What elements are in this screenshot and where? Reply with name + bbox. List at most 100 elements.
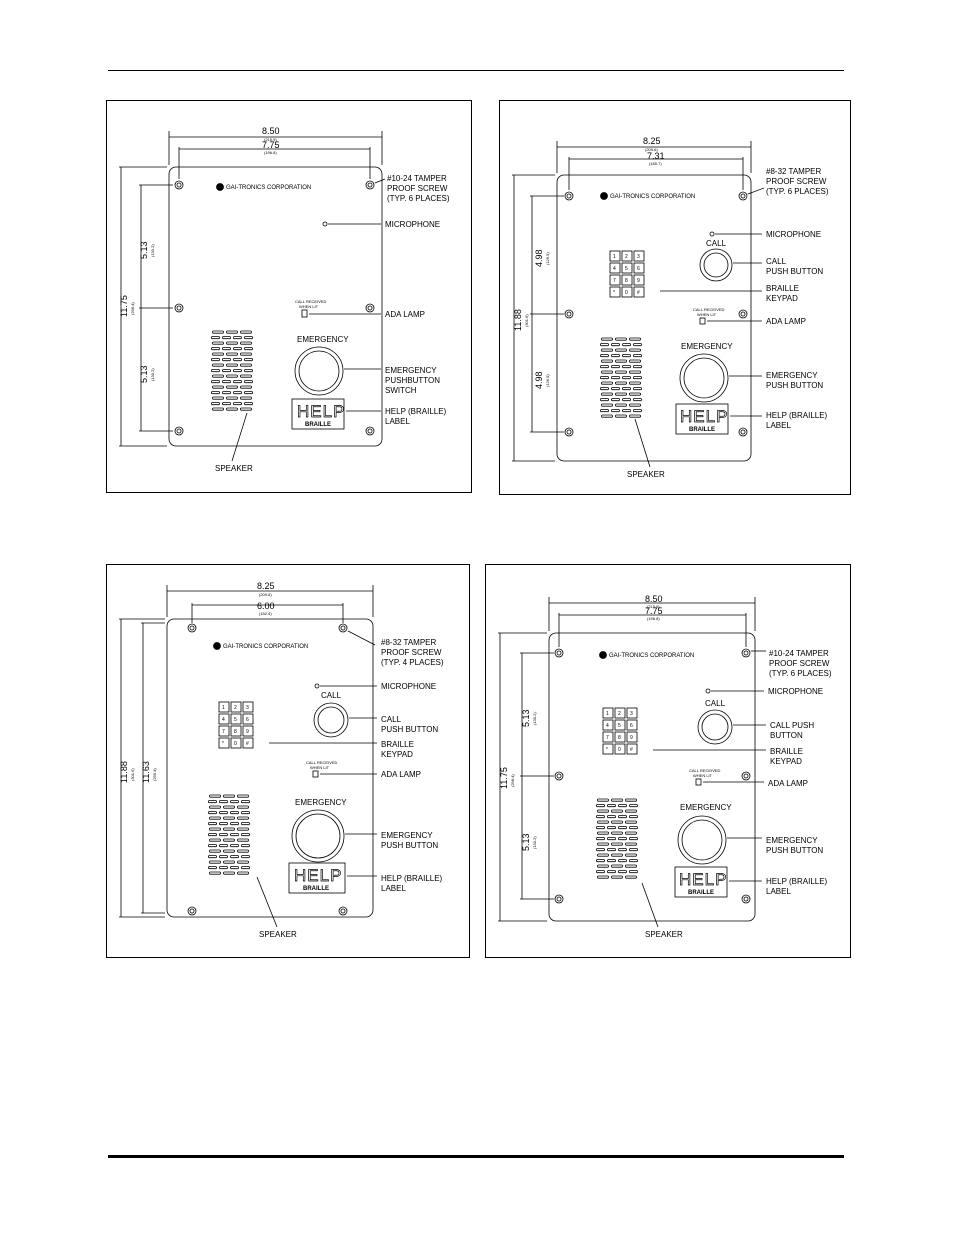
company-logo: GAI-TRONICS CORPORATION [609, 653, 694, 659]
dim-height-upper: 5.13 [139, 241, 149, 259]
microphone-icon [709, 231, 715, 237]
grille-slot [222, 358, 231, 362]
grille-slot [622, 365, 631, 369]
label-microphone: MICROPHONE [768, 687, 823, 696]
panel-1-drawing: GAI-TRONICS CORPORATION 8.50 (215.9) 7.7… [119, 126, 450, 473]
speaker-grille [211, 330, 253, 411]
grille-slot [223, 805, 235, 809]
grille-slot [233, 402, 242, 406]
grille-slot [596, 815, 605, 819]
keypad-key [609, 250, 621, 262]
grille-slot [208, 811, 217, 815]
grille-slot [209, 805, 221, 809]
grille-slot [219, 855, 228, 859]
grille-slot [601, 359, 613, 363]
keypad-key [242, 713, 254, 725]
label-help-2: LABEL [766, 421, 791, 430]
dim-height-lower-mm: (130.2) [150, 368, 155, 381]
grille-slot [230, 822, 239, 826]
grille-slot [241, 822, 250, 826]
microphone-icon [322, 221, 328, 227]
grille-slot [611, 853, 623, 857]
label-microphone: MICROPHONE [766, 230, 821, 239]
speaker-grille [600, 337, 642, 418]
emergency-caption: EMERGENCY [680, 803, 732, 812]
grille-slot [244, 358, 253, 362]
label-speaker: SPEAKER [215, 464, 253, 473]
grille-slot [629, 848, 638, 852]
dim-height-inner-mm: (295.4) [152, 768, 157, 781]
keypad-key-label: 1 [613, 254, 616, 260]
keypad-key-label: 8 [234, 729, 237, 735]
logo-icon [216, 183, 224, 191]
ada-lamp-icon [301, 309, 308, 318]
label-screw-2: PROOF SCREW [381, 648, 442, 657]
grille-slot [625, 875, 637, 879]
label-help-2: LABEL [385, 417, 410, 426]
label-emergency-1: EMERGENCY [385, 366, 437, 375]
grille-slot [237, 794, 249, 798]
panel-2-frame: GAI-TRONICS CORPORATION 8.25 (209.6) 7.3… [499, 100, 851, 495]
label-screw-1: #10-24 TAMPER [769, 649, 829, 658]
keypad-key [621, 286, 633, 298]
grille-slot [241, 800, 250, 804]
grille-slot [618, 804, 627, 808]
dim-height-total-mm: (301.6) [524, 314, 529, 327]
grille-slot [211, 380, 220, 384]
faceplate [556, 174, 752, 462]
keypad-key-label: # [246, 741, 249, 747]
grille-slot [241, 844, 250, 848]
lamp-caption-2: WHEN LIT [697, 312, 717, 317]
call-button [699, 248, 733, 282]
grille-slot [240, 330, 252, 334]
help-braille-dots: BRAILLE [688, 890, 714, 896]
grille-slot [611, 831, 623, 835]
keypad-key-label: 3 [637, 254, 640, 260]
help-text: HELP [679, 870, 727, 889]
help-braille-label [674, 866, 728, 898]
grille-slot [240, 352, 252, 356]
grille-slot [597, 831, 609, 835]
grille-slot [209, 860, 221, 864]
grille-slot [211, 336, 220, 340]
grille-slot [597, 809, 609, 813]
emergency-button [291, 809, 345, 863]
grille-slot [244, 402, 253, 406]
label-emergency-1: EMERGENCY [766, 836, 818, 845]
call-button [697, 709, 733, 745]
keypad-key [230, 701, 242, 713]
keypad-key-label: 5 [625, 266, 628, 272]
logo-icon [599, 651, 607, 659]
grille-slot [629, 337, 641, 341]
keypad-key-label: 0 [625, 290, 628, 296]
grille-slot [241, 833, 250, 837]
label-help-1: HELP (BRAILLE) [385, 407, 447, 416]
grille-slot [233, 358, 242, 362]
grille-slot [615, 337, 627, 341]
grille-slot [611, 842, 623, 846]
grille-slot [208, 822, 217, 826]
keypad-key [609, 286, 621, 298]
dim-width-inner: 7.31 [647, 151, 665, 161]
grille-slot [222, 391, 231, 395]
faceplate [548, 632, 756, 922]
panel-1-frame: GAI-TRONICS CORPORATION 8.50 (215.9) 7.7… [106, 100, 472, 493]
grille-slot [237, 860, 249, 864]
dim-height-upper-mm: (126.5) [545, 252, 550, 265]
grille-slot [237, 849, 249, 853]
grille-slot [615, 414, 627, 418]
grille-slot [622, 376, 631, 380]
grille-slot [219, 844, 228, 848]
keypad-key-label: 8 [625, 278, 628, 284]
panel-4-frame: GAI-TRONICS CORPORATION 8.50 (215.9) 7.7… [485, 564, 851, 958]
grille-slot [597, 853, 609, 857]
help-braille-dots: BRAILLE [303, 886, 329, 892]
keypad-key [626, 719, 638, 731]
faceplate [166, 618, 374, 918]
grille-slot [233, 336, 242, 340]
label-call-1: CALL PUSH [770, 721, 814, 730]
dim-height-inner: 11.63 [141, 761, 151, 783]
grille-slot [230, 833, 239, 837]
keypad-key-label: 7 [606, 735, 609, 741]
